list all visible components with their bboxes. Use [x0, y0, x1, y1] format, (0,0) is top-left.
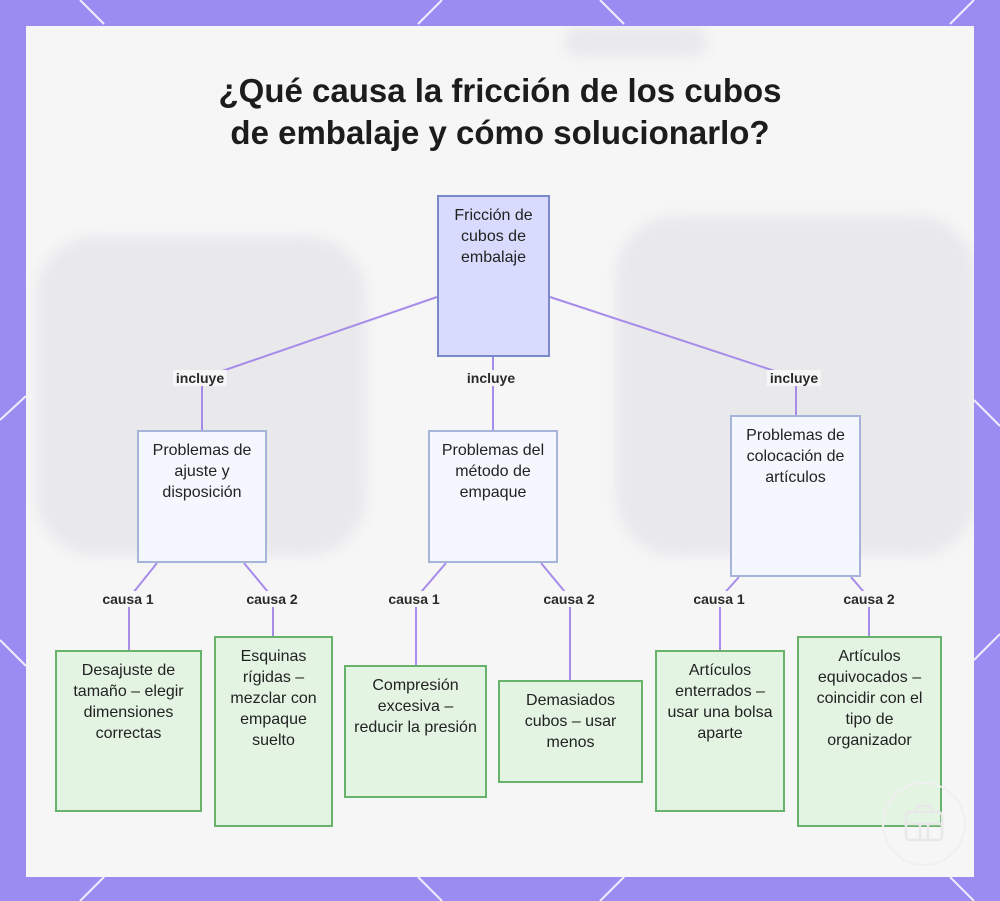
cause-label: Desajuste de tamaño – elegir dimensiones… — [73, 662, 183, 742]
cause-label: Demasiados cubos – usar menos — [525, 692, 617, 751]
edge-label-cause-1: causa 1 — [99, 591, 156, 607]
category-node-fit: Problemas de ajuste y disposición — [137, 430, 267, 563]
cause-node-size-mismatch: Desajuste de tamaño – elegir dimensiones… — [55, 650, 202, 812]
edge-cat2-cause2 — [541, 563, 570, 680]
edge-cat3-cause1 — [720, 577, 739, 650]
edge-label-cause-1: causa 1 — [385, 591, 442, 607]
cause-node-rigid-corners: Esquinas rígidas – mezclar con empaque s… — [214, 636, 333, 827]
edge-label-cause-2: causa 2 — [243, 591, 300, 607]
edge-root-cat1 — [202, 297, 437, 430]
cause-label: Artículos enterrados – usar una bolsa ap… — [668, 662, 773, 742]
edge-label-cause-2: causa 2 — [540, 591, 597, 607]
cause-label: Compresión excesiva – reducir la presión — [354, 677, 477, 736]
cause-label: Artículos equivocados – coincidir con el… — [817, 648, 923, 749]
edge-cat2-cause1 — [416, 563, 446, 665]
cause-node-overcompression: Compresión excesiva – reducir la presión — [344, 665, 487, 798]
edge-label-include-2: incluye — [464, 370, 518, 386]
category-label: Problemas de ajuste y disposición — [153, 442, 252, 501]
root-node: Fricción de cubos de embalaje — [437, 195, 550, 357]
cause-node-too-many-cubes: Demasiados cubos – usar menos — [498, 680, 643, 783]
suitcase-logo-icon — [882, 782, 966, 866]
edge-label-include-1: incluye — [173, 370, 227, 386]
category-label: Problemas del método de empaque — [442, 442, 544, 501]
category-label: Problemas de colocación de artículos — [746, 427, 845, 486]
root-node-label: Fricción de cubos de embalaje — [454, 207, 532, 266]
category-node-placement: Problemas de colocación de artículos — [730, 415, 861, 577]
edge-label-cause-2: causa 2 — [840, 591, 897, 607]
cause-label: Esquinas rígidas – mezclar con empaque s… — [230, 648, 316, 749]
edge-root-cat3 — [550, 297, 796, 415]
edge-label-cause-1: causa 1 — [690, 591, 747, 607]
category-node-method: Problemas del método de empaque — [428, 430, 558, 563]
cause-node-buried-items: Artículos enterrados – usar una bolsa ap… — [655, 650, 785, 812]
edge-label-include-3: incluye — [767, 370, 821, 386]
